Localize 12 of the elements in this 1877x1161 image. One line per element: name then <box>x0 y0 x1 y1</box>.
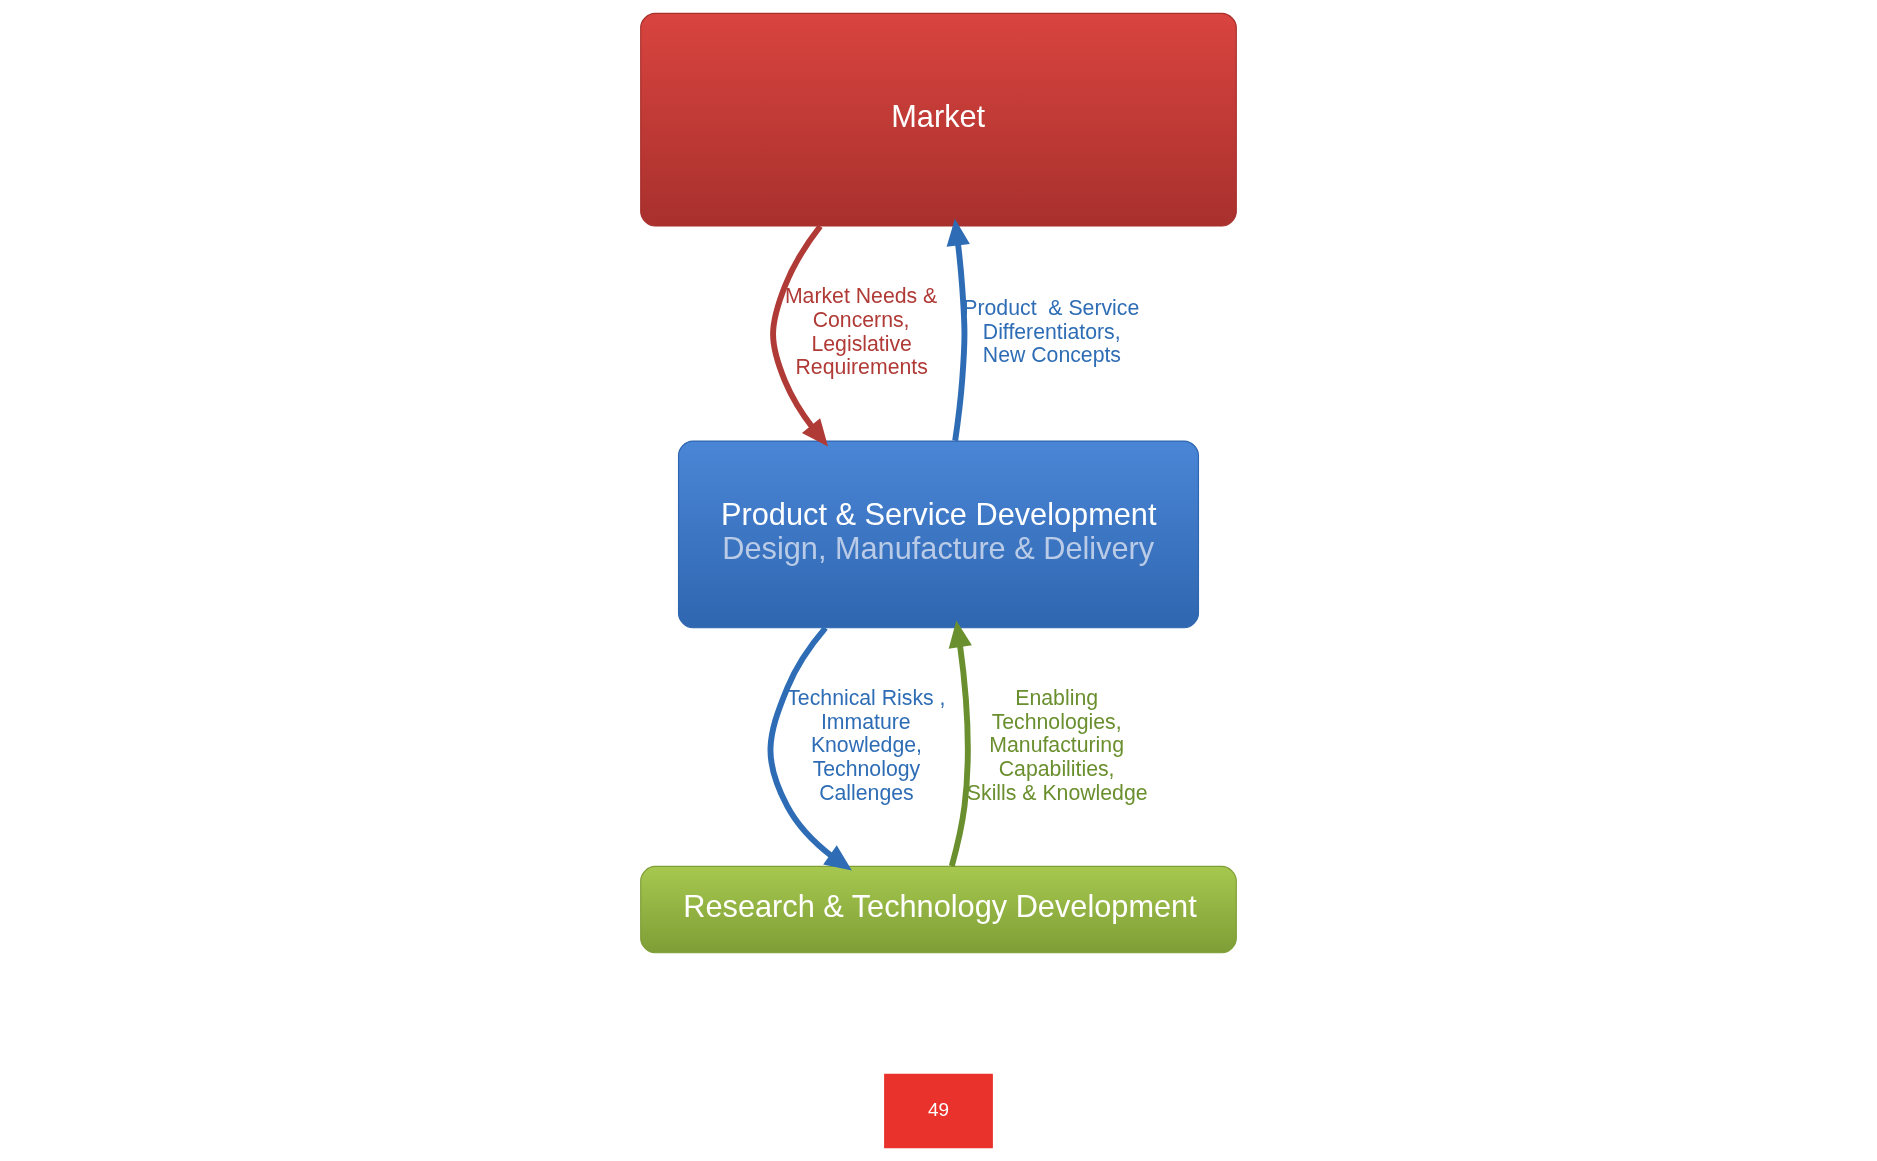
node-box: Market <box>640 12 1237 227</box>
node-box: Research & Technology Development <box>640 865 1237 954</box>
label: 49 <box>927 1098 950 1120</box>
arrow <box>946 218 970 442</box>
edge-label: Market Needs & Concerns, Legislative Requirements <box>784 284 938 380</box>
arrow <box>767 625 852 871</box>
arrow <box>770 224 829 447</box>
node-box: Product & Service Development Design, Manufacture & Delivery <box>677 440 1200 629</box>
arrow <box>948 620 972 867</box>
edge-label: Enabling Technologies, Manufacturing Capabilities, Skills & Knowledge <box>966 686 1148 805</box>
edge-label: Product & Service Differentiators, New Concepts <box>963 296 1140 368</box>
edge-label: Technical Risks , Immature Knowledge, Technology Callenges <box>787 686 946 805</box>
